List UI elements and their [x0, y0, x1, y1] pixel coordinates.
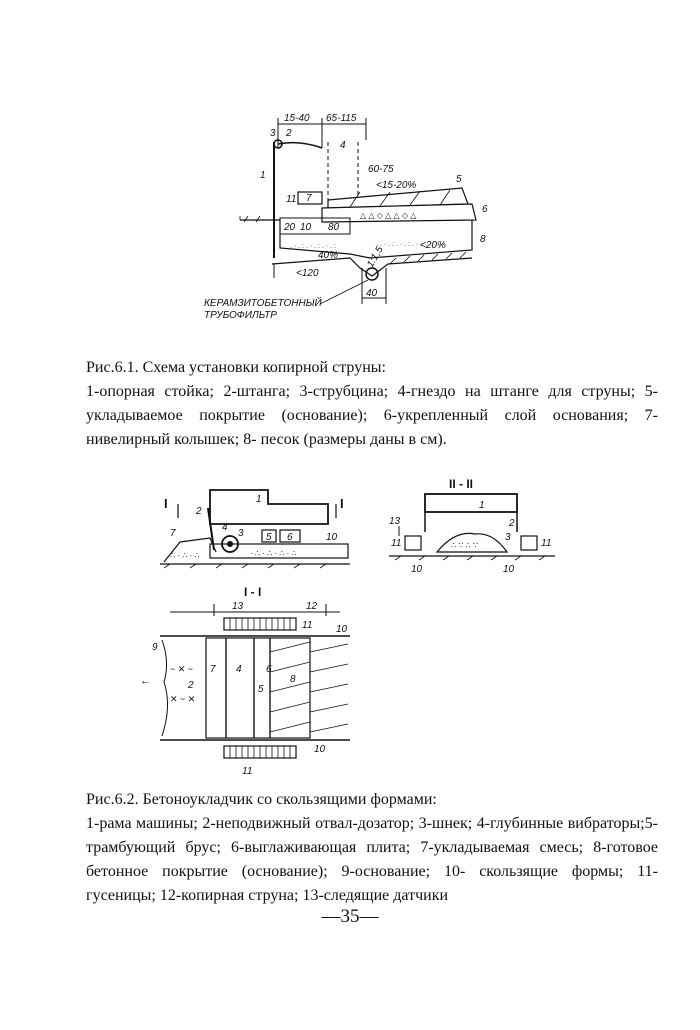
fig2-plan-label-10-bottom: 10: [314, 744, 326, 755]
svg-text:△ △ ◇ △ △ ◇ △: △ △ ◇ △ △ ◇ △: [360, 211, 417, 220]
fig2-section-II-title: II - II: [449, 477, 473, 491]
fig2-sec-label-11-left: 11: [391, 538, 401, 549]
fig2-side-label-6: 6: [287, 532, 293, 543]
figure-6-2-caption: Рис.6.2. Бетоноукладчик со скользящими ф…: [86, 788, 658, 908]
fig2-plan-title: I - I: [244, 585, 261, 599]
fig2-side-label-5: 5: [266, 532, 272, 543]
fig1-dim-b: 65-115: [326, 113, 357, 124]
figure-6-2-plan-I: I - I 13 12 11 11 10 10 ~ ✕ ~ ✕ ~ ✕ 9 2 …: [140, 582, 365, 782]
fig2-sec-label-10-left: 10: [411, 564, 423, 575]
fig2-plan-label-8: 8: [290, 674, 296, 685]
fig2-sec-label-1: 1: [479, 500, 485, 511]
fig1-slope-3: <20%: [420, 240, 446, 251]
fig2-sec-label-3: 3: [505, 532, 511, 543]
fig1-dim-a: 15-40: [284, 113, 310, 124]
fig2-section-mark-left: I: [164, 496, 168, 511]
fig2-plan-label-10-top: 10: [336, 624, 348, 635]
fig2-plan-label-6: 6: [266, 664, 272, 675]
fig1-slope-2: 40%: [318, 250, 338, 261]
svg-text:←: ←: [140, 675, 151, 687]
figure-6-1-drawing: 15-40 65-115 3 2 4 1 60-75 <15-20% 5 11 …: [200, 108, 500, 333]
figure-6-1-caption-text: 1-опорная стойка; 2-штанга; 3-струбцина;…: [86, 383, 658, 448]
fig2-plan-label-2: 2: [187, 680, 194, 691]
figure-6-1-caption-title: Рис.6.1. Схема установки копирной струны…: [86, 359, 386, 376]
fig1-label-2: 2: [285, 128, 292, 139]
fig2-side-label-1: 1: [256, 494, 262, 505]
fig2-side-label-2: 2: [195, 506, 202, 517]
fig2-plan-label-7: 7: [210, 664, 216, 675]
fig2-side-label-3: 3: [238, 528, 244, 539]
fig1-slope-1: <15-20%: [376, 180, 416, 191]
fig2-plan-label-11-top: 11: [302, 620, 312, 631]
fig2-plan-label-5: 5: [258, 684, 264, 695]
figure-6-2-caption-title: Рис.6.2. Бетоноукладчик со скользящими ф…: [86, 791, 437, 808]
fig2-sec-label-13: 13: [389, 516, 401, 527]
fig1-note-2: ТРУБОФИЛЬТР: [204, 310, 277, 321]
fig2-plan-label-13: 13: [232, 601, 244, 612]
fig2-sec-label-10-right: 10: [503, 564, 515, 575]
page-number: —35—: [321, 906, 379, 927]
fig1-dim-10: 10: [300, 222, 312, 233]
fig2-side-label-7: 7: [170, 528, 176, 539]
fig1-note-1: КЕРАМЗИТОБЕТОННЫЙ: [204, 296, 323, 309]
svg-text:∴ ∵ ∴ ∵: ∴ ∵ ∴ ∵: [451, 541, 478, 550]
fig1-dim-40: 40: [366, 288, 378, 299]
figure-6-2-side-view: I I 1 2 3 4 5 6 ∴ · ∴ · ∴ 7 · ∴ · ∴ · ∴ …: [150, 478, 360, 586]
fig1-label-5: 5: [456, 174, 462, 185]
fig1-label-3: 3: [270, 128, 276, 139]
figure-6-2-caption-text: 1-рама машины; 2-неподвижный отвал-дозат…: [86, 815, 658, 904]
fig2-plan-label-4: 4: [236, 664, 242, 675]
figure-6-1-caption: Рис.6.1. Схема установки копирной струны…: [86, 356, 658, 452]
fig1-label-6: 6: [482, 204, 488, 215]
fig2-side-label-10: 10: [326, 532, 338, 543]
fig1-dim-20: 20: [283, 222, 296, 233]
svg-text:. · . : . · . : . · .: . · . : . · . : . · .: [380, 241, 422, 248]
fig1-dim-c: 60-75: [368, 164, 394, 175]
fig2-sec-label-2: 2: [508, 518, 515, 529]
fig1-dim-80: 80: [328, 222, 340, 233]
svg-text:. · . : . · . : . · . :: . · . : . · . : . · . :: [290, 243, 336, 250]
fig1-label-11: 11: [286, 194, 296, 205]
fig1-label-1: 1: [260, 170, 266, 181]
fig1-label-4: 4: [340, 140, 346, 151]
fig2-plan-label-9: 9: [152, 642, 158, 653]
fig2-sec-label-11-right: 11: [541, 538, 551, 549]
fig1-label-7: 7: [306, 193, 312, 204]
svg-text:∴ · ∴ · ∴: ∴ · ∴ · ∴: [170, 551, 200, 560]
fig2-side-label-4: 4: [222, 522, 228, 533]
fig2-plan-label-12: 12: [306, 601, 318, 612]
svg-text:· ∴ · ∴ · ∴ · ∴: · ∴ · ∴ · ∴ · ∴: [250, 549, 297, 558]
figure-6-2-section-II: II - II 1 ∴ ∵ ∴ ∵ 2 3 11 11 13 10 10: [385, 476, 560, 588]
fig2-section-mark-right: I: [340, 496, 344, 511]
fig1-dim-120: <120: [296, 268, 319, 279]
fig1-label-8: 8: [480, 234, 486, 245]
svg-text:✕ ~ ✕: ✕ ~ ✕: [170, 694, 195, 704]
fig2-plan-label-11-bottom: 11: [242, 766, 252, 777]
svg-text:~ ✕ ~: ~ ✕ ~: [170, 664, 193, 674]
